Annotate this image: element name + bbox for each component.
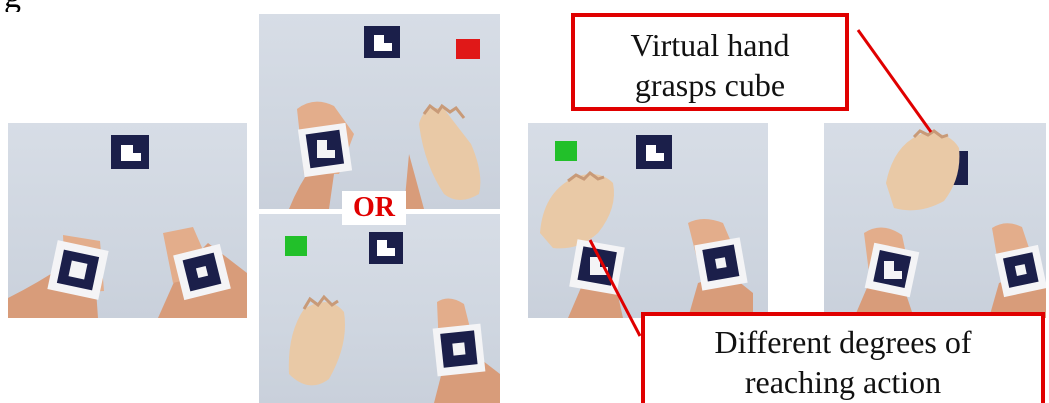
connector-line-top (856, 29, 933, 133)
scene-panel-reaching (528, 123, 768, 318)
cube-icon (555, 141, 577, 161)
hand-icon (289, 164, 334, 209)
scene-panel-grasp (824, 123, 1046, 318)
cube-icon (456, 39, 480, 59)
scene-illustration (289, 26, 481, 209)
header-fragment: g (0, 0, 34, 12)
callout-text-line: Different degrees of (714, 324, 972, 360)
scene-illustration (8, 135, 247, 318)
scene-panel-initial (8, 123, 247, 318)
or-label: OR (342, 191, 406, 225)
virtual-hand-icon (288, 302, 345, 386)
cube-icon (285, 236, 307, 256)
scene-illustration (285, 232, 500, 403)
virtual-hand-icon (886, 132, 960, 211)
callout-text-line: reaching action (744, 364, 942, 400)
callout-reaching: Different degrees of reaching action (641, 312, 1045, 403)
scene-illustration (854, 129, 1046, 318)
callout-text-line: grasps cube (634, 67, 786, 103)
virtual-hand-icon (540, 174, 614, 249)
callout-text-line: Virtual hand (630, 27, 790, 63)
callout-virtual-hand: Virtual hand grasps cube (571, 13, 849, 111)
scene-panel-green-cube (259, 214, 500, 403)
scene-panel-red-cube (259, 14, 500, 209)
virtual-hand-icon (419, 108, 481, 200)
scene-illustration (540, 135, 753, 318)
